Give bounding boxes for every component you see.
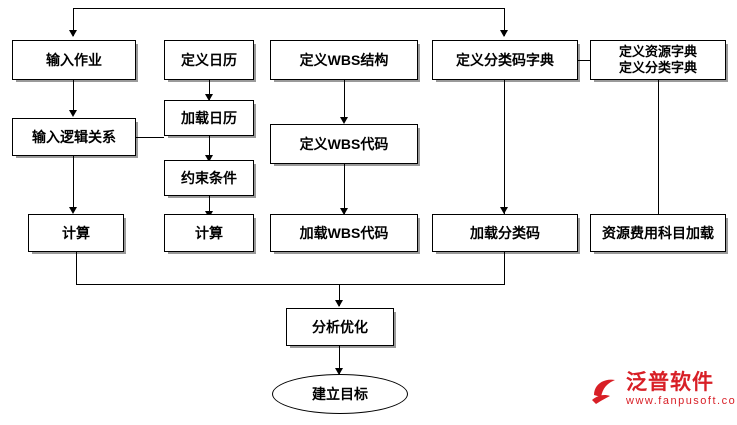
merge-drop-calc-left [76,252,77,284]
node-define-resource-dictionary[interactable]: 定义资源字典 定义分类字典 [590,40,726,80]
fanpu-logo-icon [590,375,620,405]
connector-analyze-to-goal-arrow-icon [335,368,343,375]
node-resource-cost-load[interactable]: 资源费用科目加载 [590,214,726,252]
connector-load-calendar-to-constraint [209,136,210,160]
connector-code-dict-to-load-code-arrow-icon [500,207,508,214]
node-define-wbs-code[interactable]: 定义WBS代码 [270,124,418,164]
node-load-class-code[interactable]: 加载分类码 [432,214,578,252]
watermark-logo: 泛普软件 www.fanpusoft.com [590,372,737,407]
node-calc-left[interactable]: 计算 [28,214,124,252]
side-rail-left-top [136,137,164,138]
node-constraint[interactable]: 约束条件 [164,160,254,196]
connector-input-task-to-logic-arrow-icon [69,110,77,117]
connector-code-dict-to-load-code [504,80,505,214]
watermark-brand-cn: 泛普软件 [626,371,714,394]
node-analyze-optimize[interactable]: 分析优化 [286,308,394,346]
watermark-text: 泛普软件 www.fanpusoft.com [626,372,737,407]
top-rail-left-drop [73,8,74,36]
top-rail-right-arrow-icon [500,30,508,37]
connector-logic-to-calc [73,156,74,212]
connector-wbs-structure-to-wbs-code [344,80,345,122]
node-load-wbs-code[interactable]: 加载WBS代码 [270,214,418,252]
merge-rail-to-analyze [339,284,340,306]
connector-wbs-structure-to-wbs-code-arrow-icon [340,117,348,124]
node-calc-mid[interactable]: 计算 [164,214,254,252]
watermark-brand-en: www.fanpusoft.com [626,395,737,407]
top-rail-left-arrow-icon [69,30,77,37]
node-input-logic-relation[interactable]: 输入逻辑关系 [12,118,136,156]
merge-rail-to-analyze-arrow-icon [335,300,343,307]
connector-calendar-to-load-calendar [209,80,210,100]
node-define-wbs-structure[interactable]: 定义WBS结构 [270,40,418,80]
node-input-task[interactable]: 输入作业 [12,40,136,80]
merge-drop-load-class-code [504,252,505,284]
top-rail-right-drop [504,8,505,36]
connector-calendar-to-load-calendar-arrow-icon [205,94,213,101]
connector-logic-to-calc-arrow-icon [69,207,77,214]
node-define-code-dictionary[interactable]: 定义分类码字典 [432,40,578,80]
top-feedback-rail [73,8,505,9]
connector-wbs-code-to-load-wbs-code-arrow-icon [340,208,348,215]
connector-wbs-code-to-load-wbs-code [344,164,345,214]
connector-analyze-to-goal [339,346,340,374]
merge-rail [76,284,505,285]
connector-input-task-to-logic [73,80,74,115]
connector-resource-dict-to-resource-load [658,80,659,214]
node-build-goal[interactable]: 建立目标 [272,374,408,414]
node-load-calendar[interactable]: 加载日历 [164,100,254,136]
node-define-calendar[interactable]: 定义日历 [164,40,254,80]
connector-load-calendar-to-constraint-arrow-icon [205,155,213,162]
side-rail-right-top [578,60,590,61]
connector-constraint-to-calc-mid [209,196,210,218]
